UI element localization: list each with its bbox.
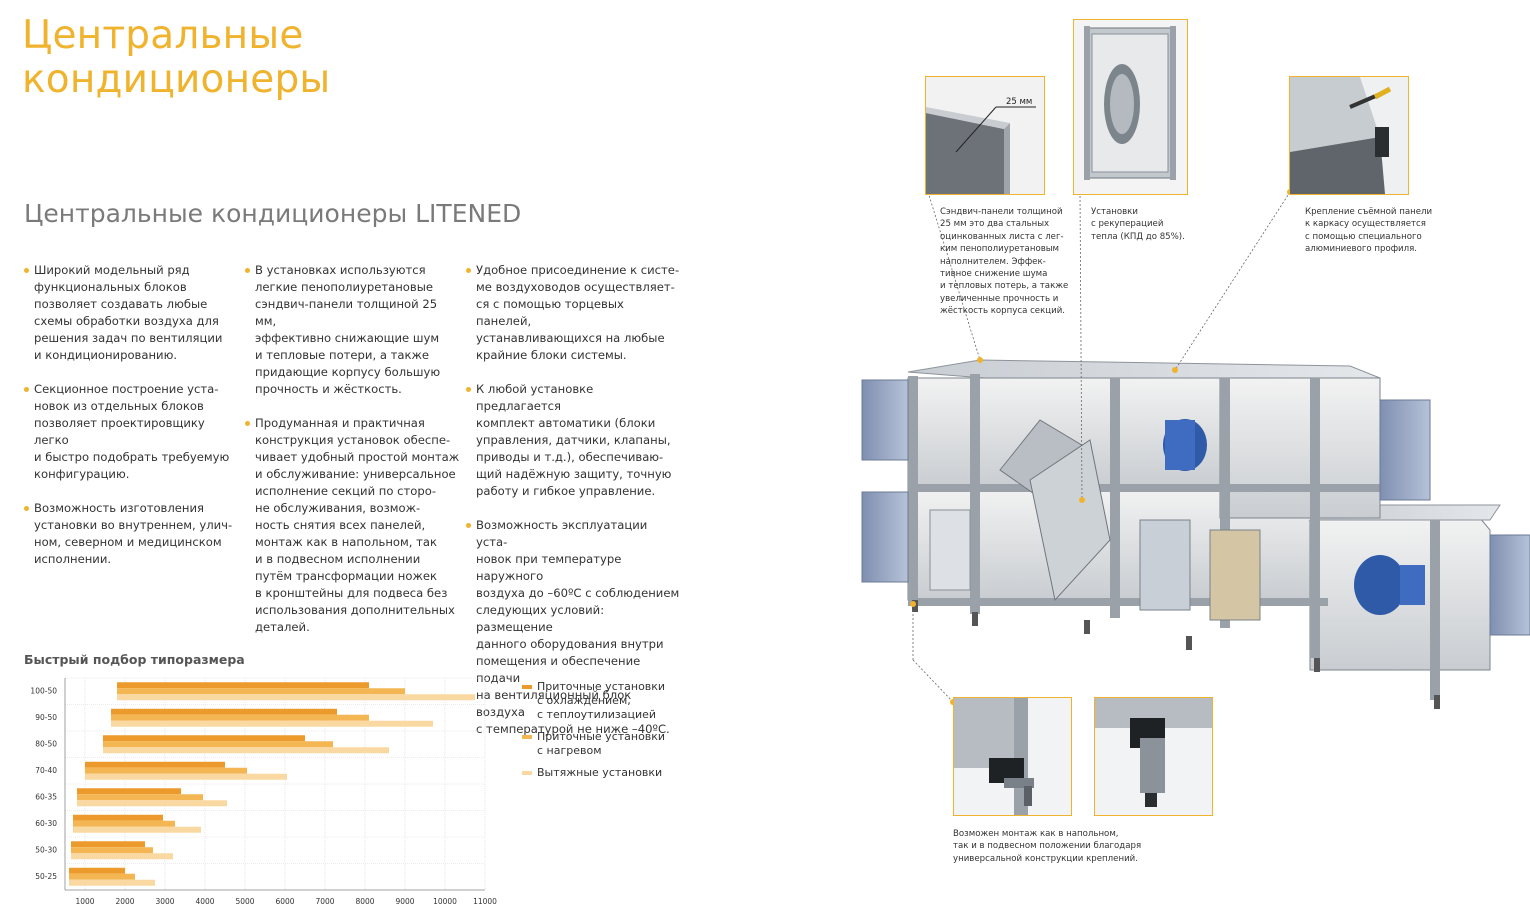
floor-mount-photo <box>953 697 1072 816</box>
caption-recuperation: Установки с рекуперацией тепла (КПД до 8… <box>1091 207 1185 242</box>
bullet-paragraph: Возможность изготовления установки во вн… <box>24 500 234 568</box>
title-line-1: Центральные <box>22 13 304 58</box>
product-illustration <box>861 189 1530 709</box>
chart-bar <box>77 788 181 795</box>
chart-bar <box>73 814 163 821</box>
callout-dot-icon <box>977 357 983 363</box>
bullet-dot-icon <box>466 523 471 528</box>
bullet-paragraph: В установках используются легкие пенопол… <box>245 262 460 398</box>
x-tick-label: 7000 <box>315 897 334 906</box>
y-tick-label: 70-40 <box>35 766 57 775</box>
y-tick-label: 60-30 <box>35 819 57 828</box>
bullet-paragraph: Возможность эксплуатации уста- новок при… <box>466 517 681 738</box>
bullet-dot-icon <box>466 268 471 273</box>
x-tick-label: 4000 <box>195 897 214 906</box>
x-tick-label: 9000 <box>395 897 414 906</box>
chart-bar <box>77 800 227 807</box>
chart-bar <box>85 767 247 774</box>
x-tick-label: 5000 <box>235 897 254 906</box>
chart-bar <box>71 853 173 860</box>
chart-bar <box>85 761 225 768</box>
text-column-2: В установках используются легкие пенопол… <box>245 262 460 653</box>
suspended-mount-photo <box>1094 697 1213 816</box>
chart-bar <box>73 826 201 833</box>
bullet-paragraph: Продуманная и практичная конструкция уст… <box>245 415 460 636</box>
x-tick-label: 8000 <box>355 897 374 906</box>
bullet-paragraph: Широкий модельный ряд функциональных бло… <box>24 262 234 364</box>
caption-mounting: Возможен монтаж как в напольном, так и в… <box>953 829 1142 864</box>
panel-fastening-photo <box>1289 76 1409 195</box>
x-tick-label: 10000 <box>433 897 457 906</box>
chart-bar <box>85 773 287 780</box>
callout-lines <box>912 191 1291 703</box>
callout-dot-icon <box>1172 367 1178 373</box>
legend-swatch-icon <box>522 771 532 775</box>
legend-item: Приточные установки с охлаждением, с теп… <box>522 680 665 722</box>
chart-bar <box>71 841 145 848</box>
legend-swatch-icon <box>522 735 532 739</box>
bullet-dot-icon <box>245 421 250 426</box>
y-tick-label: 60-35 <box>35 792 57 801</box>
bullet-dot-icon <box>245 268 250 273</box>
x-tick-label: 1000 <box>75 897 94 906</box>
caption-sandwich-panels: Сэндвич-панели толщиной 25 мм это два ст… <box>940 207 1069 317</box>
chart-bar <box>103 735 305 742</box>
chart-title: Быстрый подбор типоразмера <box>24 652 245 667</box>
chart-bar <box>103 741 333 748</box>
recuperation-unit-photo <box>1073 19 1188 195</box>
chart-bar <box>69 873 135 880</box>
page-title: Центральные кондиционеры <box>22 14 330 102</box>
chart-bar <box>117 694 475 701</box>
x-tick-label: 11000 <box>473 897 497 906</box>
y-tick-label: 80-50 <box>35 739 57 748</box>
section-subtitle: Центральные кондиционеры LITENED <box>24 199 522 228</box>
legend-swatch-icon <box>522 685 532 689</box>
y-tick-label: 100-50 <box>30 686 57 695</box>
size-selection-chart: 100-50 90-50 80-50 70-40 60-35 60-30 50-30 50-2… <box>30 677 497 906</box>
y-tick-label: 50-25 <box>35 872 57 881</box>
y-tick-label: 90-50 <box>35 713 57 722</box>
x-tick-label: 6000 <box>275 897 294 906</box>
chart-bar <box>73 820 175 827</box>
caption-fastening: Крепление съёмной панели к каркасу осуще… <box>1305 207 1433 255</box>
chart-bar <box>111 708 337 715</box>
callout-dot-icon <box>910 601 916 607</box>
chart-bar <box>117 682 369 689</box>
x-tick-label: 2000 <box>115 897 134 906</box>
legend-item: Вытяжные установки <box>522 766 665 780</box>
chart-legend: Приточные установки с охлаждением, с теп… <box>522 680 665 788</box>
y-tick-label: 50-30 <box>35 845 57 854</box>
legend-item: Приточные установки с нагревом <box>522 730 665 758</box>
chart-bar <box>103 747 389 754</box>
chart-bar <box>69 867 125 874</box>
chart-bar <box>111 714 369 721</box>
bullet-paragraph: К любой установке предлагается комплект … <box>466 381 681 500</box>
chart-bar <box>69 879 155 886</box>
bullet-dot-icon <box>24 268 29 273</box>
x-tick-label: 3000 <box>155 897 174 906</box>
chart-bar <box>111 720 433 727</box>
sandwich-panel-photo: 25 мм <box>925 76 1045 195</box>
text-column-3: Удобное присоединение к систе- ме воздух… <box>466 262 681 755</box>
chart-bar <box>77 794 203 801</box>
callout-dot-icon <box>1079 497 1085 503</box>
dimension-label: 25 мм <box>1006 97 1033 107</box>
bullet-dot-icon <box>466 387 471 392</box>
bullet-dot-icon <box>24 506 29 511</box>
ahu-unit <box>861 359 1530 709</box>
title-line-2: кондиционеры <box>22 57 331 102</box>
bullet-paragraph: Секционное построение уста- новок из отд… <box>24 381 234 483</box>
chart-bar <box>71 847 153 854</box>
chart-bar <box>117 688 405 695</box>
text-column-1: Широкий модельный ряд функциональных бло… <box>24 262 234 585</box>
bullet-paragraph: Удобное присоединение к систе- ме воздух… <box>466 262 681 364</box>
bullet-dot-icon <box>24 387 29 392</box>
